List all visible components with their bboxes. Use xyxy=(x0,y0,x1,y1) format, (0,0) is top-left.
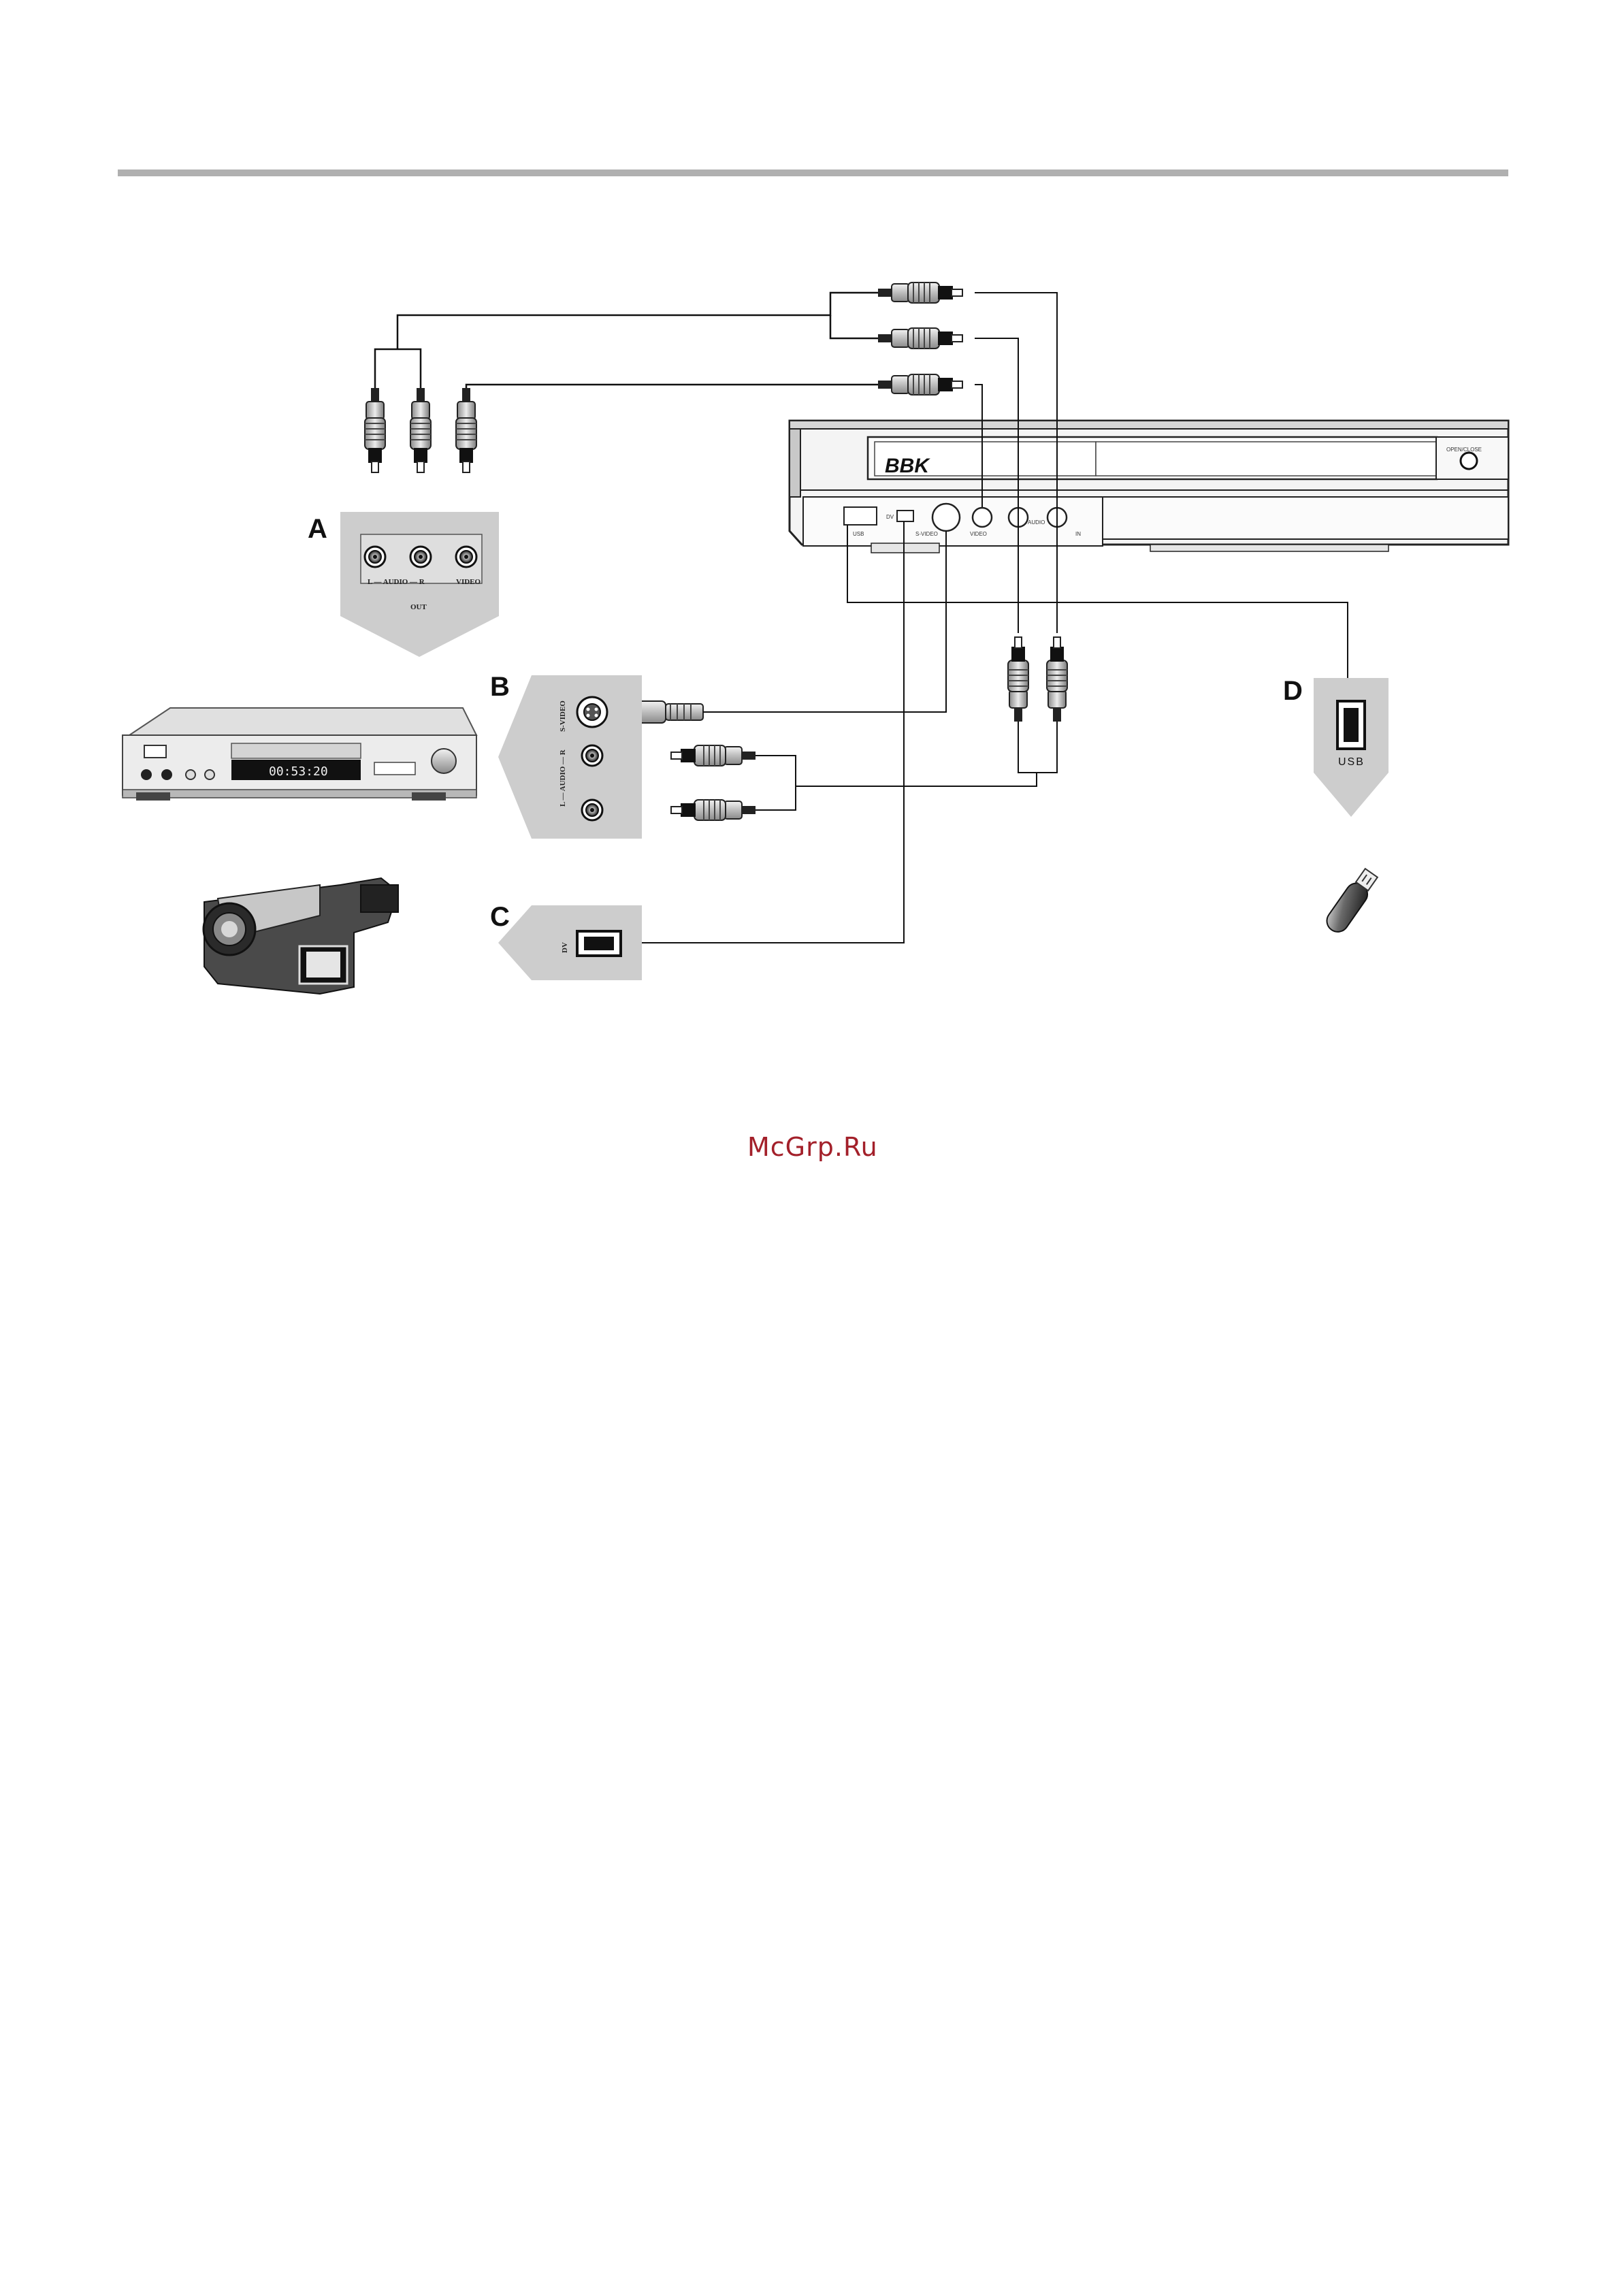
rca-plug-a-video xyxy=(456,388,476,472)
dvd-player: 00:53:20 xyxy=(123,708,476,801)
rca-plug-b-audio-l xyxy=(671,745,756,766)
b-audio-label: L — AUDIO — R xyxy=(559,749,567,807)
watermark: McGrp.Ru xyxy=(747,1132,878,1162)
a-video-jack xyxy=(456,547,476,567)
front-usb-port xyxy=(844,507,877,525)
panel-c-letter: C xyxy=(490,902,510,932)
rca-plug-top-2 xyxy=(878,328,962,349)
front-video-label: VIDEO xyxy=(970,531,987,537)
front-in-label: IN xyxy=(1075,531,1081,537)
a-footer-label: OUT xyxy=(410,603,427,611)
panel-c: DV C xyxy=(490,902,642,980)
b-svideo-label: S-VIDEO xyxy=(559,700,567,732)
rca-plug-top-1 xyxy=(878,282,962,303)
cable-routing xyxy=(375,293,1348,943)
rca-plug-rec-audio-r xyxy=(1047,637,1067,722)
header-rule xyxy=(118,169,1508,176)
b-audio-l-jack xyxy=(582,745,602,766)
rca-plug-top-3 xyxy=(878,374,962,395)
front-dv-label: DV xyxy=(886,514,894,520)
rca-plug-a-audio-r xyxy=(410,388,431,472)
dvd-recorder: BBK OPEN/CLOSE USB DV S-VIDEO VIDEO AUDI… xyxy=(790,421,1508,553)
front-dv-port xyxy=(897,511,913,521)
a-video-label: VIDEO xyxy=(456,578,481,586)
front-svideo-jack xyxy=(932,504,960,531)
a-audio-l-jack xyxy=(365,547,385,567)
front-svideo-label: S-VIDEO xyxy=(915,531,938,537)
b-audio-r-jack xyxy=(582,800,602,820)
panel-b-letter: B xyxy=(490,672,510,702)
front-usb-label: USB xyxy=(853,531,864,537)
panel-a-letter: A xyxy=(308,514,327,544)
panel-d: USB D xyxy=(1283,676,1388,817)
d-usb-label: USB xyxy=(1338,756,1365,768)
player-display-readout: 00:53:20 xyxy=(269,764,328,779)
front-video-jack xyxy=(973,508,992,527)
a-audio-label: L — AUDIO — R xyxy=(368,578,425,586)
panel-d-letter: D xyxy=(1283,676,1303,706)
panel-a: L — AUDIO — R VIDEO OUT A xyxy=(308,512,499,657)
open-close-button xyxy=(1461,453,1477,469)
rca-plug-b-audio-r xyxy=(671,800,756,820)
recorder-brand: BBK xyxy=(885,455,930,477)
c-dv-label: DV xyxy=(561,942,569,953)
front-audio-label: AUDIO xyxy=(1028,519,1045,526)
open-close-label: OPEN/CLOSE xyxy=(1446,447,1482,453)
rca-plug-rec-audio-l xyxy=(1008,637,1028,722)
camcorder xyxy=(204,878,398,994)
rca-plug-a-audio-l xyxy=(365,388,385,472)
a-audio-r-jack xyxy=(410,547,431,567)
usb-flash-drive xyxy=(1322,867,1380,936)
panel-b: S-VIDEO L — AUDIO — R B xyxy=(490,672,642,839)
